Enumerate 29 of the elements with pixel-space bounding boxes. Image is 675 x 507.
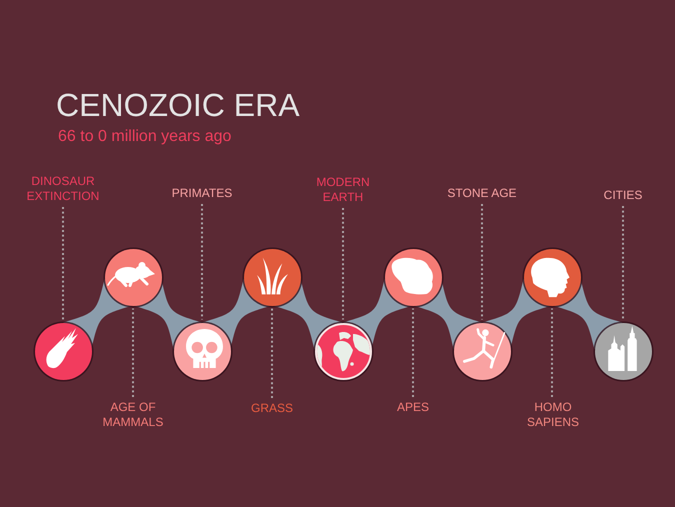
event-circle xyxy=(454,322,510,380)
event-label: AGE OF MAMMALS xyxy=(102,400,164,430)
leader-line xyxy=(412,308,414,397)
subtitle: 66 to 0 million years ago xyxy=(58,129,232,145)
event-circle xyxy=(104,248,162,306)
title: CENOZOIC ERA xyxy=(56,89,300,121)
event-label: APES xyxy=(396,400,430,415)
leader-line xyxy=(342,208,344,320)
leader-line xyxy=(271,308,273,398)
leader-line xyxy=(622,206,624,320)
leader-line xyxy=(481,204,483,320)
event-circle xyxy=(34,322,92,380)
leader-line xyxy=(551,308,553,397)
event-circle xyxy=(174,322,230,380)
leader-line xyxy=(201,204,203,320)
event-label: HOMO SAPIENS xyxy=(526,400,580,430)
event-label: PRIMATES xyxy=(171,186,233,201)
event-circle xyxy=(524,248,580,306)
leader-line xyxy=(62,207,64,320)
event-label: STONE AGE xyxy=(446,186,518,201)
event-circle xyxy=(314,322,372,380)
event-label: CITIES xyxy=(603,188,643,203)
event-circle xyxy=(384,248,442,306)
leader-line xyxy=(132,308,134,397)
event-circle xyxy=(594,322,652,380)
event-label: DINOSAUR EXTINCTION xyxy=(26,174,100,204)
event-circle xyxy=(244,248,300,306)
event-label: GRASS xyxy=(250,401,294,416)
event-label: MODERN EARTH xyxy=(316,175,370,205)
